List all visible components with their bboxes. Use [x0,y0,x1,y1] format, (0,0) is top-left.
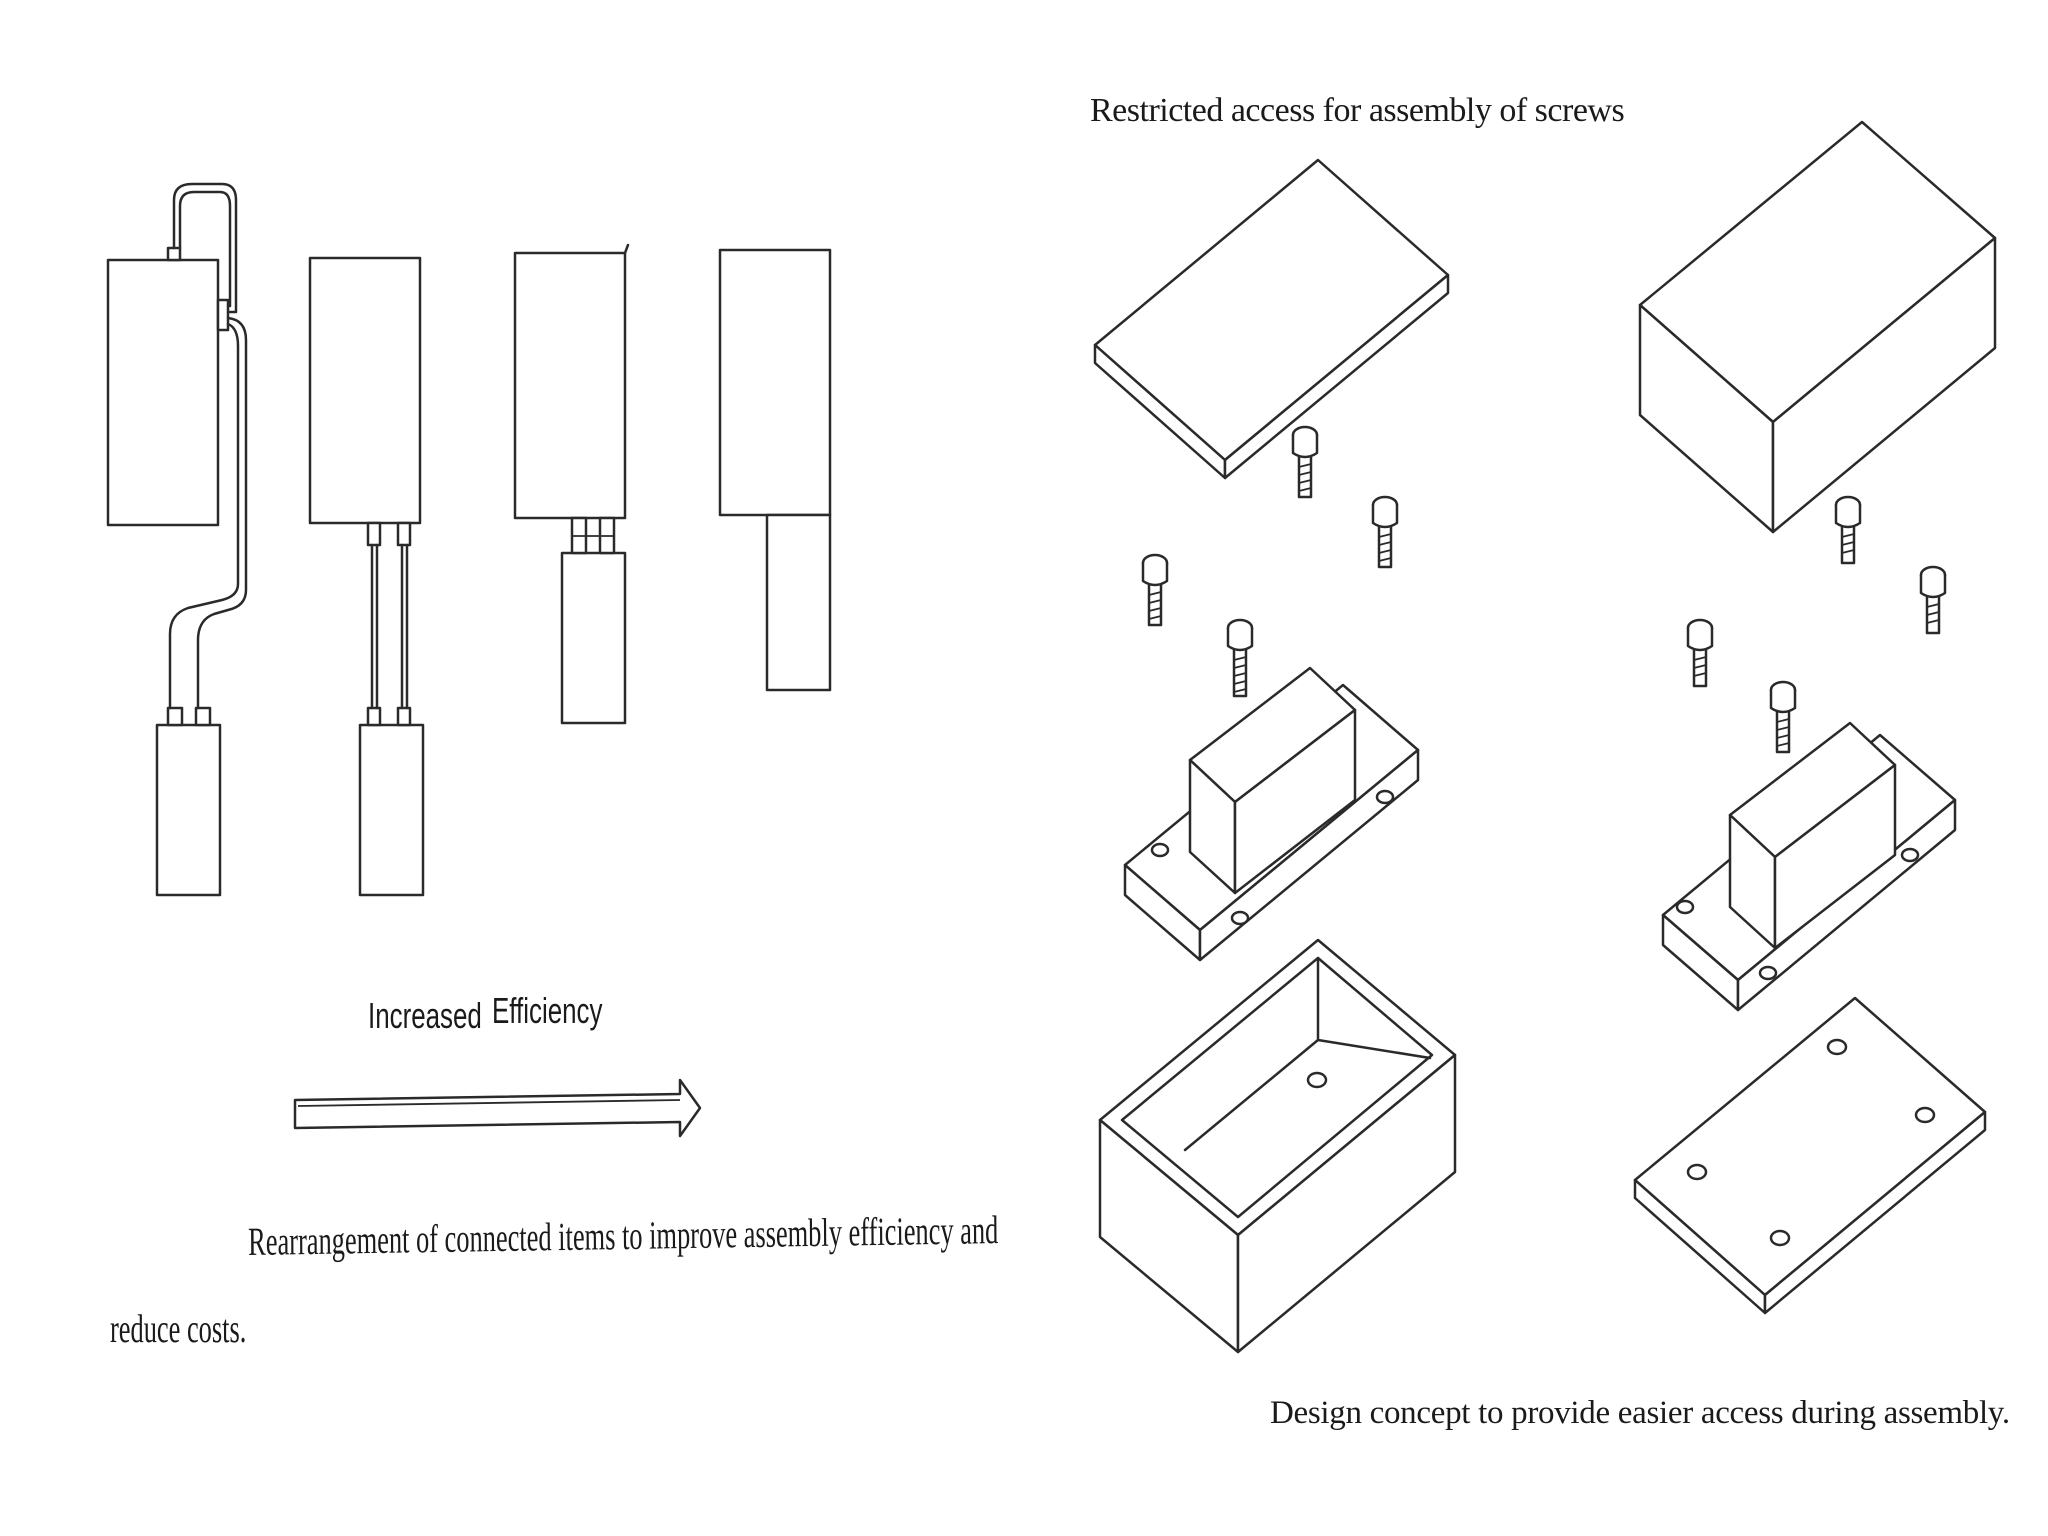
stage-1-bottom-connector-left [166,706,184,727]
stage-1-cable-top-inner [178,190,232,308]
restricted-access-assembly [1093,158,1457,1354]
flange-hole [1150,842,1170,858]
stage-3-main-unit [513,251,627,520]
stage-1-long-cables [106,182,248,897]
screw [1291,425,1319,499]
screw [1834,495,1862,565]
stage-1-cable-down-right [196,316,248,710]
flange-hole [1900,847,1920,863]
housing-opening [1120,956,1434,1219]
stage-2-top-connector-left [366,521,382,547]
flange-hole [1758,965,1778,981]
stage-4-main-unit [718,248,832,517]
housing-right-face [1236,1053,1457,1354]
housing-inner-floor-edge [1183,1038,1320,1152]
flange-hole [1230,910,1250,926]
restricted-flanged-component [1123,666,1420,962]
stage-1-secondary-unit [155,723,222,897]
lid-plate-top-face [1093,158,1450,462]
restricted-open-housing [1098,938,1457,1354]
stage-1-top-connector [166,246,182,262]
stage-2-secondary-unit [358,723,425,897]
easier-closed-housing [1638,120,1997,534]
flange-hole [1375,789,1395,805]
stage-2-main-unit [308,256,422,525]
rearrangement-sequence [106,182,832,1138]
stage-1-bottom-connector-right [194,706,212,727]
easier-flanged-component [1661,721,1957,1012]
stage-3-corner-tick [623,243,630,255]
increased-efficiency-arrow [293,1078,702,1138]
stage-1-cable-top-outer [172,182,238,314]
increased-label: Increased [368,995,482,1036]
restricted-screws [1141,425,1399,698]
flange-right-face [1198,748,1420,962]
screw [1686,618,1714,688]
stage-4-integrated [718,248,832,692]
stage-2-top-connector-right [396,521,412,547]
restricted-access-caption: Restricted access for assembly of screws [1090,92,1625,129]
base-plate-right-face [1763,1110,1987,1315]
efficiency-label: Efficiency [492,990,603,1031]
screw [1371,495,1399,569]
screw [1919,565,1947,635]
base-plate-hole [1769,1229,1791,1247]
stage-4-secondary-unit [765,513,832,692]
stage-3-secondary-unit [560,551,627,725]
screw [1769,680,1797,754]
stage-3-direct-connectors [513,243,630,725]
flange-hole [1675,899,1695,915]
stage-2-bottom-connector-left [366,706,382,727]
housing-floor-hole [1306,1071,1328,1089]
stage-2-straight-cables [308,256,425,897]
stage-1-cable-down-left [168,322,240,710]
rearrangement-caption-line-2: reduce costs. [110,1306,247,1351]
base-plate-hole [1914,1106,1936,1124]
screw [1141,553,1169,627]
base-plate-hole [1686,1163,1708,1181]
lid-plate-right-face [1223,273,1450,480]
stage-1-side-connector [216,298,230,332]
stage-2-bottom-connector-right [396,706,412,727]
easier-screws [1686,495,1947,754]
base-plate-top-face [1633,996,1987,1297]
design-concept-caption: Design concept to provide easier access … [1270,1395,2010,1431]
base-plate-hole [1826,1038,1848,1056]
easier-access-assembly [1633,120,1997,1315]
arrow-inner-line [297,1099,681,1107]
closed-box-right-face [1771,236,1997,534]
easier-base-plate [1633,996,1987,1315]
block-right-face [1773,763,1897,950]
screw [1226,618,1254,698]
stage-1-main-unit [106,258,220,527]
restricted-lid-plate [1093,158,1450,480]
block-right-face [1233,708,1357,895]
